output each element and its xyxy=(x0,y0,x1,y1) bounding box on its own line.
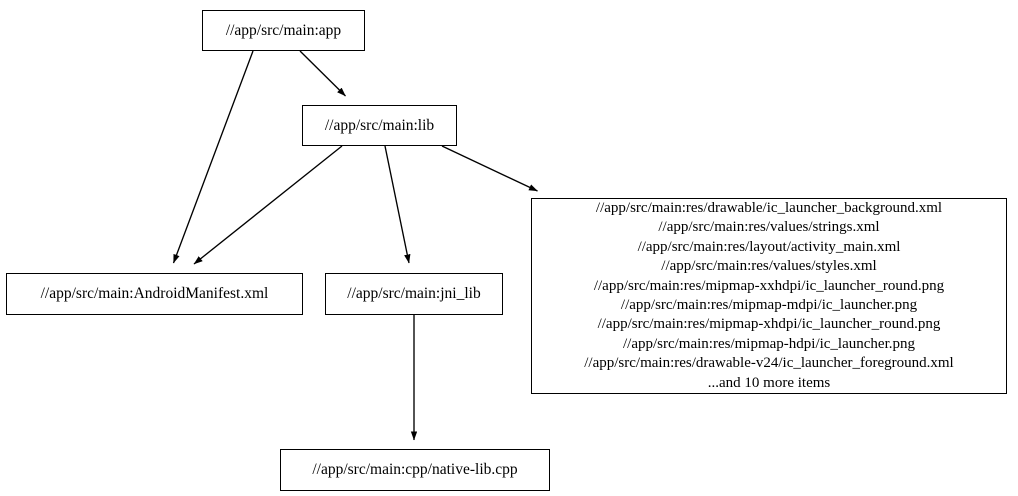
node-lib-label: //app/src/main:lib xyxy=(324,116,435,134)
edge-lib-to-resources xyxy=(441,145,538,192)
node-app[interactable]: //app/src/main:app xyxy=(202,10,365,51)
edge-lib-to-manifest xyxy=(193,145,343,265)
node-android-manifest-label: //app/src/main:AndroidManifest.xml xyxy=(40,285,269,303)
node-resources-label: //app/src/main:res/drawable/ic_launcher_… xyxy=(584,199,954,391)
edge-app-to-manifest xyxy=(172,50,254,264)
node-resources[interactable]: //app/src/main:res/drawable/ic_launcher_… xyxy=(531,198,1007,394)
node-native-lib-cpp[interactable]: //app/src/main:cpp/native-lib.cpp xyxy=(280,449,550,491)
node-lib[interactable]: //app/src/main:lib xyxy=(302,105,457,146)
edge-lib-to-jni-lib xyxy=(384,145,411,264)
node-jni-lib[interactable]: //app/src/main:jni_lib xyxy=(325,273,503,315)
node-native-lib-cpp-label: //app/src/main:cpp/native-lib.cpp xyxy=(312,461,518,479)
node-jni-lib-label: //app/src/main:jni_lib xyxy=(347,285,481,303)
edge-app-to-lib xyxy=(299,50,346,97)
node-app-label: //app/src/main:app xyxy=(225,21,342,39)
graph-edges xyxy=(172,50,538,441)
node-android-manifest[interactable]: //app/src/main:AndroidManifest.xml xyxy=(6,273,303,315)
